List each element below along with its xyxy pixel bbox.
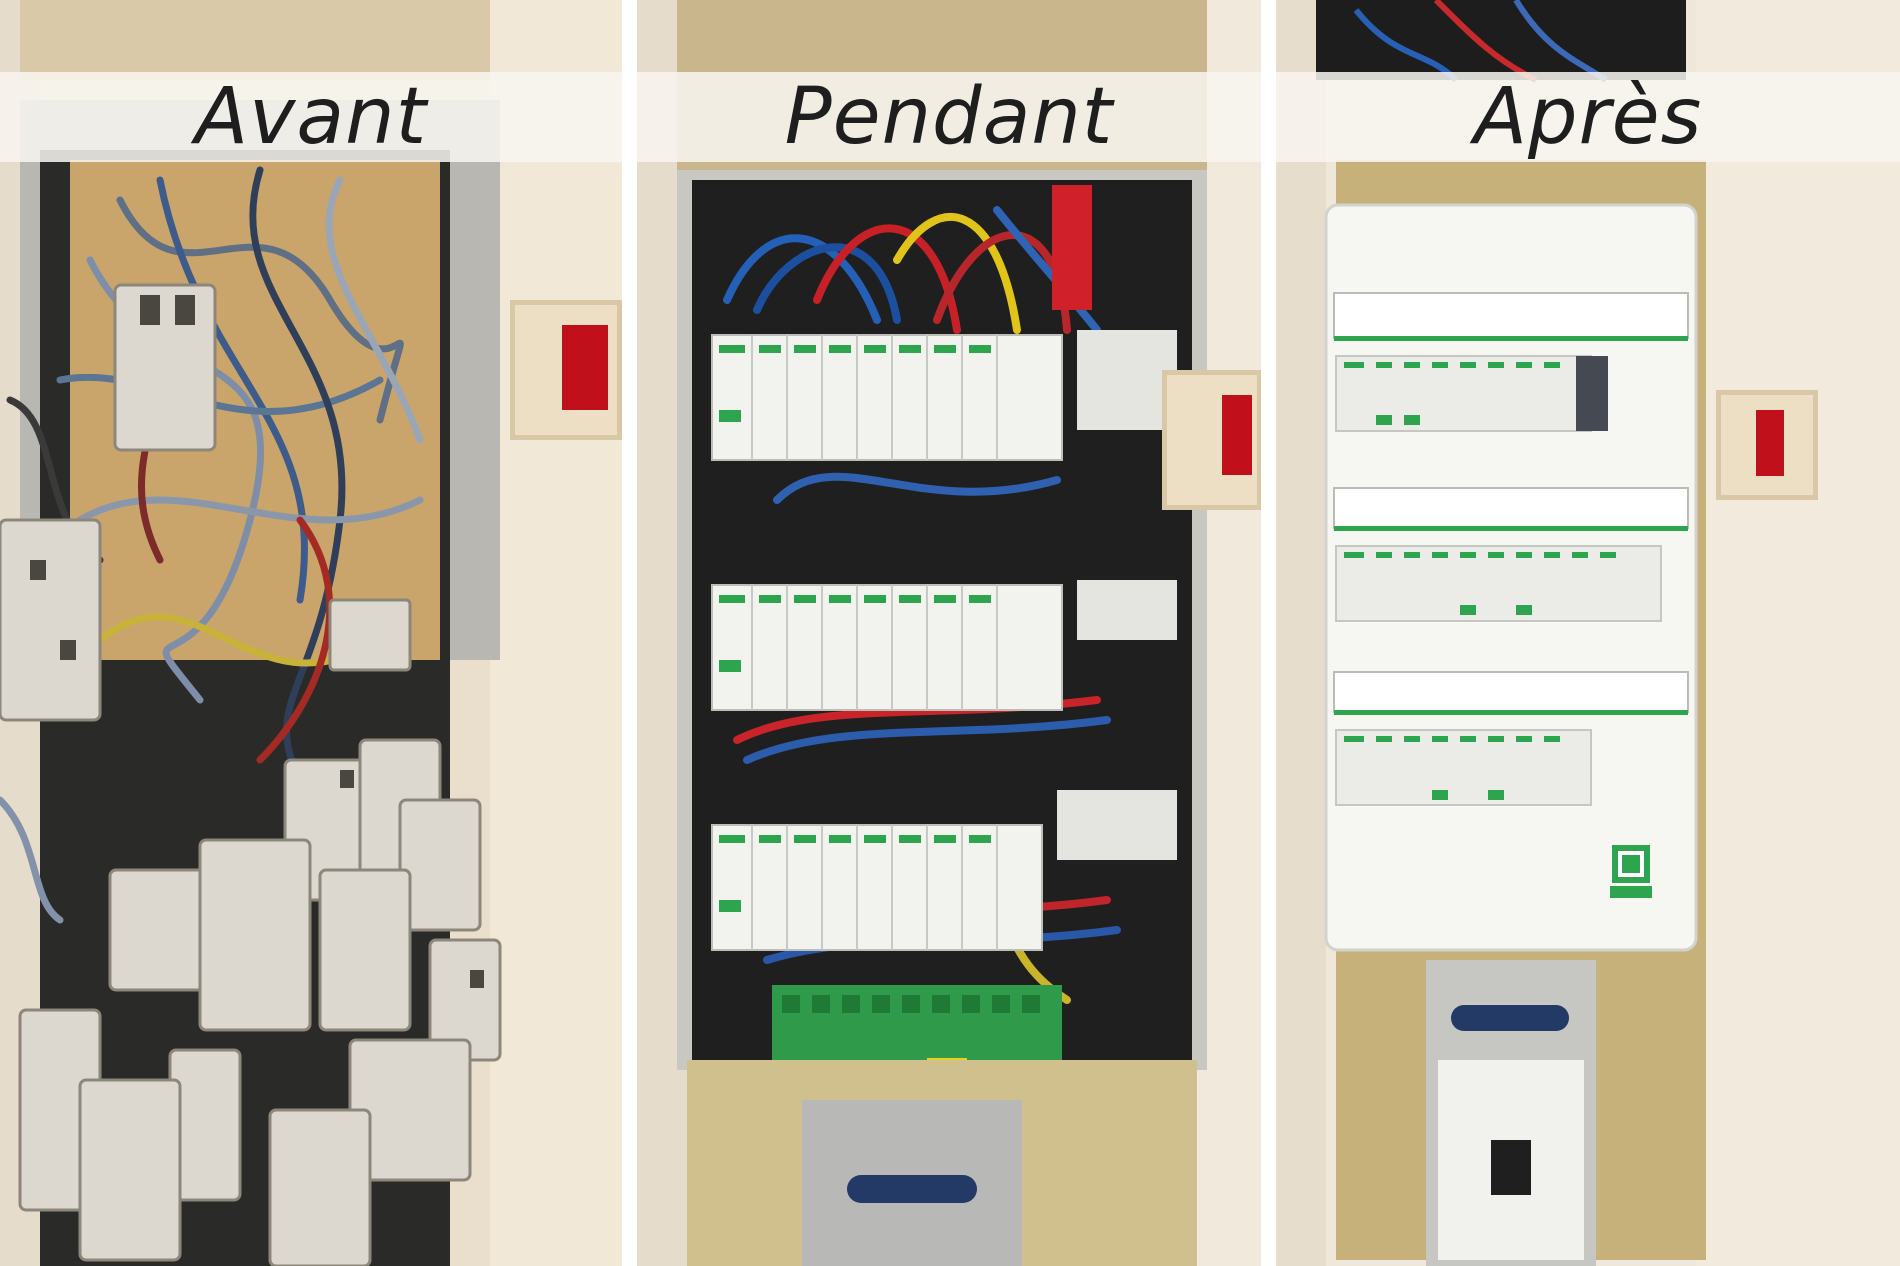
during-label-banner: Pendant (637, 72, 1261, 162)
during-label: Pendant (784, 72, 1114, 162)
before-label-banner: Avant (0, 72, 622, 162)
before-label: Avant (194, 72, 428, 162)
during-switchboard-image (637, 0, 1261, 1266)
after-switchboard-image (1276, 0, 1900, 1266)
after-photo: Après (1276, 0, 1900, 1266)
during-photo: Pendant (637, 0, 1261, 1266)
before-switchboard-image (0, 0, 622, 1266)
before-photo: Avant (0, 0, 622, 1266)
after-label-banner: Après (1276, 72, 1900, 162)
after-label: Après (1473, 72, 1703, 162)
during-breaker-rows (711, 330, 1177, 951)
